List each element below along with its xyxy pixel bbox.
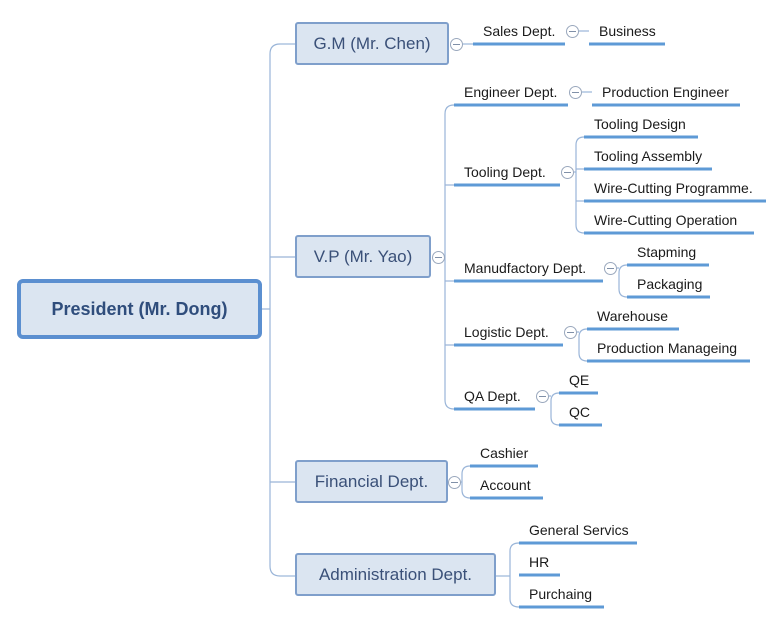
node-qa-dept[interactable]: QA Dept. — [454, 388, 521, 410]
collapse-toggle-tooling[interactable] — [561, 166, 574, 179]
node-cashier[interactable]: Cashier — [470, 445, 528, 467]
node-label: Wire-Cutting Operation — [594, 212, 738, 228]
node-hr[interactable]: HR — [519, 554, 549, 576]
collapse-toggle-gm[interactable] — [450, 38, 463, 51]
node-label: Cashier — [480, 445, 529, 461]
node-stapming[interactable]: Stapming — [627, 244, 696, 266]
node-label: Packaging — [637, 276, 703, 292]
node-engineer-dept[interactable]: Engineer Dept. — [454, 84, 557, 106]
node-wire-cutting-operation[interactable]: Wire-Cutting Operation — [584, 212, 737, 234]
bus-connector — [578, 328, 588, 362]
root-node[interactable]: President (Mr. Dong) — [17, 279, 262, 339]
node-tooling-design[interactable]: Tooling Design — [584, 116, 686, 138]
bus-connector — [550, 392, 560, 426]
node-warehouse[interactable]: Warehouse — [587, 308, 668, 330]
collapse-toggle-qa[interactable] — [536, 390, 549, 403]
node-label: QA Dept. — [464, 388, 521, 404]
node-wire-cutting-programme[interactable]: Wire-Cutting Programme. — [584, 180, 753, 202]
bus-connector — [461, 465, 471, 499]
node-label: Tooling Assembly — [594, 148, 703, 164]
node-purchaing[interactable]: Purchaing — [519, 586, 592, 608]
node-label: Manudfactory Dept. — [464, 260, 587, 276]
node-label: Engineer Dept. — [464, 84, 558, 100]
bus-connector — [575, 136, 585, 234]
bus-connector — [444, 104, 455, 410]
node-label: Logistic Dept. — [464, 324, 549, 340]
branch-gm[interactable]: G.M (Mr. Chen) — [295, 22, 449, 65]
node-label: Stapming — [637, 244, 697, 260]
collapse-toggle-logistic[interactable] — [564, 326, 577, 339]
node-label: Warehouse — [597, 308, 669, 324]
collapse-toggle-manufactory[interactable] — [604, 262, 617, 275]
node-general-servics[interactable]: General Servics — [519, 522, 629, 544]
trunk-connector — [269, 43, 281, 577]
node-label: Account — [480, 477, 531, 493]
node-production-manageing[interactable]: Production Manageing — [587, 340, 737, 362]
branch-administration[interactable]: Administration Dept. — [295, 553, 496, 596]
collapse-toggle-vp[interactable] — [432, 251, 445, 264]
node-label: Production Engineer — [602, 84, 729, 100]
node-label: General Servics — [529, 522, 629, 538]
node-account[interactable]: Account — [470, 477, 531, 499]
node-packaging[interactable]: Packaging — [627, 276, 702, 298]
node-manufactory-dept[interactable]: Manudfactory Dept. — [454, 260, 586, 282]
node-tooling-assembly[interactable]: Tooling Assembly — [584, 148, 702, 170]
node-business[interactable]: Business — [589, 23, 656, 45]
node-label: Sales Dept. — [483, 23, 556, 39]
node-label: HR — [529, 554, 550, 570]
node-label: Production Manageing — [597, 340, 738, 356]
node-label: Purchaing — [529, 586, 593, 602]
collapse-toggle-financial[interactable] — [448, 476, 461, 489]
collapse-toggle-engineer[interactable] — [569, 86, 582, 99]
node-qc[interactable]: QC — [559, 404, 590, 426]
node-label: QC — [569, 404, 590, 420]
branch-financial[interactable]: Financial Dept. — [295, 460, 448, 503]
node-tooling-dept[interactable]: Tooling Dept. — [454, 164, 546, 186]
node-logistic-dept[interactable]: Logistic Dept. — [454, 324, 549, 346]
node-qe[interactable]: QE — [559, 372, 589, 394]
node-label: Wire-Cutting Programme. — [594, 180, 753, 196]
bus-connector — [509, 542, 520, 608]
node-sales-dept[interactable]: Sales Dept. — [473, 23, 555, 45]
node-label: Tooling Design — [594, 116, 686, 132]
bus-connector — [618, 264, 628, 298]
collapse-toggle-sales[interactable] — [566, 25, 579, 38]
node-label: QE — [569, 372, 590, 388]
node-label: Tooling Dept. — [464, 164, 546, 180]
node-production-engineer[interactable]: Production Engineer — [592, 84, 729, 106]
branch-vp[interactable]: V.P (Mr. Yao) — [295, 235, 431, 278]
node-label: Business — [599, 23, 656, 39]
